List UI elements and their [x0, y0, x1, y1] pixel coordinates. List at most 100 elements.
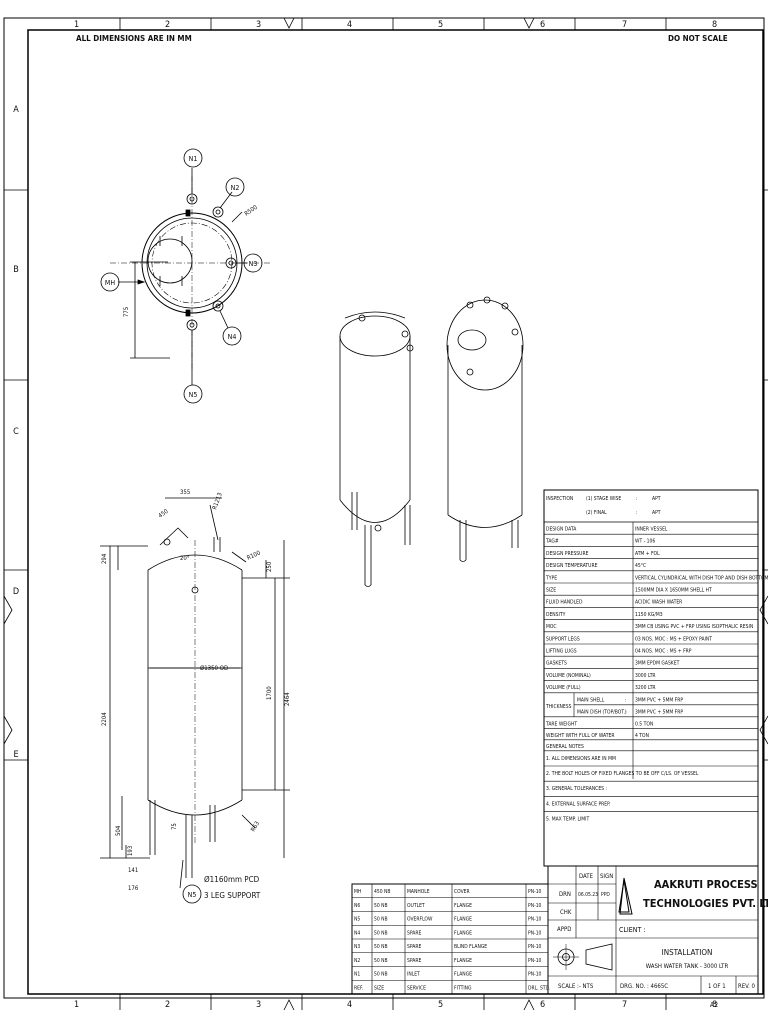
spec-row-label: TYPE — [545, 575, 557, 581]
grid-rows-left: A B C D E — [13, 105, 19, 760]
spec-row-value: ATM + FOL — [635, 551, 660, 557]
nozzle-cell: BLIND FLANGE — [454, 944, 487, 950]
col-label: 8 — [712, 20, 717, 30]
dim-193: 193 — [127, 846, 134, 856]
nozzle-cell: 50 NB — [374, 930, 388, 936]
nozzle-cell: MH — [354, 889, 361, 895]
general-note: 1. ALL DIMENSIONS ARE IN MM — [546, 756, 616, 762]
spec-row-value: 3MM CB USING PVC + FRP USING ISOPTHALIC … — [635, 624, 753, 630]
row-label: A — [13, 105, 19, 115]
drn-sign: PPD — [601, 892, 610, 898]
thickness-value: 3MM PVC + 5MM FRP — [635, 697, 683, 703]
sign-label: SIGN — [600, 873, 613, 880]
col-label: 4 — [347, 20, 352, 30]
front-view — [100, 497, 290, 889]
spec-row-value: 3MM EPDM GASKET — [635, 661, 680, 667]
nozzle-cell: PN-10 — [528, 958, 542, 964]
col-label: 3 — [256, 20, 261, 30]
spec-row-value: ACIDIC WASH WATER — [635, 600, 682, 606]
balloon-n6-label: N5 — [188, 891, 197, 899]
spec-row-value: 04 NOS. MOC : MS + FRP — [635, 649, 692, 655]
thickness-part: MAIN SHELL — [577, 697, 605, 703]
nozzle-cell: OVERFLOW — [407, 917, 433, 923]
do-not-scale-note: DO NOT SCALE — [668, 34, 728, 43]
spec-row-label: DESIGN PRESSURE — [546, 551, 589, 557]
colon-2: : — [636, 510, 638, 516]
top-view — [100, 148, 270, 404]
row-label: B — [13, 265, 19, 275]
general-note: 5. MAX TEMP. LIMIT — [546, 817, 589, 823]
col-label: 5 — [438, 20, 443, 30]
nozzle-cell: FLANGE — [454, 903, 472, 909]
nozzle-cell: PN-10 — [528, 903, 542, 909]
nozzle-cell: N3 — [354, 944, 360, 950]
apt-1: APT — [652, 496, 661, 502]
spec-row-value: 1150 KG/M3 — [635, 612, 663, 618]
spec-row-label: MOC — [546, 624, 557, 630]
nozzle-cell: N2 — [354, 958, 360, 964]
dim-176: 176 — [128, 885, 139, 892]
spec-row-label: DESIGN TEMPERATURE — [546, 563, 598, 569]
weight-label: WEIGHT WITH FULL OF WATER — [546, 733, 614, 739]
nozzle-cell: PN-10 — [528, 889, 542, 895]
weight-label: TARE WEIGHT — [545, 721, 577, 727]
thickness-value: 3MM PVC + 5MM FRP — [635, 709, 683, 715]
spec-row-value: 03 NOS. MOC : MS + EPOXY PAINT — [635, 636, 712, 642]
spec-row-value: INNER VESSEL — [635, 527, 668, 533]
general-note: 2. THE BOLT HOLES OF FIXED FLANGES TO BE… — [546, 771, 699, 777]
isometric-view-right — [446, 296, 524, 562]
balloon-n4: N4 — [228, 333, 237, 341]
nozzle-header-cell: DRL. STD. — [528, 985, 550, 991]
chk-label: CHK — [560, 909, 572, 916]
balloon-n1: N1 — [189, 155, 198, 163]
stage-1: (1) STAGE WISE — [586, 496, 621, 502]
col-label: 6 — [540, 20, 545, 30]
apt-2: APT — [652, 510, 661, 516]
nozzle-cell: INLET — [407, 972, 420, 978]
col-label: 5 — [438, 1000, 443, 1010]
thickness-colon: : — [625, 709, 627, 715]
col-label: 4 — [347, 1000, 352, 1010]
weight-value: 4 TON — [635, 733, 649, 739]
dim-angle: 20° — [180, 555, 190, 562]
nozzle-cell: N1 — [354, 972, 360, 978]
general-notes-title: GENERAL NOTES — [546, 744, 584, 750]
col-label: 2 — [165, 1000, 170, 1010]
nozzle-cell: 450 NB — [374, 889, 390, 895]
dim-r1213: R1213 — [211, 492, 224, 511]
spec-row-value: 3000 LTR — [635, 673, 656, 679]
nozzle-cell: FLANGE — [454, 958, 472, 964]
row-label: C — [13, 427, 19, 437]
spec-row-label: DENSITY — [546, 612, 566, 618]
col-label: 8 — [712, 1000, 717, 1010]
col-label: 7 — [622, 1000, 627, 1010]
dim-r100: R100 — [246, 549, 262, 562]
dim-1700: 1700 — [266, 686, 273, 700]
col-label: 1 — [74, 1000, 79, 1010]
nozzle-cell: 50 NB — [374, 972, 388, 978]
drawing-number: DRG. NO. : 4665C — [620, 983, 668, 990]
date-label: DATE — [579, 873, 594, 880]
row-label: E — [13, 750, 18, 760]
nozzle-header-cell: SERVICE — [407, 985, 426, 991]
dim-141: 141 — [128, 867, 138, 874]
general-note: 3. GENERAL TOLERANCES : — [546, 786, 607, 792]
outer-border — [3, 17, 765, 999]
grid-columns-top: 1 2 3 4 5 6 7 8 — [74, 20, 717, 30]
nozzle-cell: SPARE — [407, 930, 421, 936]
spec-row-value: WT - 106 — [635, 539, 655, 545]
nozzle-header-cell: FITTING — [454, 985, 472, 991]
balloon-n2: N2 — [231, 184, 240, 192]
nozzle-cell: 50 NB — [374, 903, 388, 909]
support-note-legs: 3 LEG SUPPORT — [204, 891, 261, 900]
col-label: 1 — [74, 20, 79, 30]
nozzle-cell: MANHOLE — [407, 889, 430, 895]
nozzle-cell: PN-10 — [528, 944, 542, 950]
dim-450: 450 — [157, 508, 170, 520]
balloon-mh: MH — [105, 279, 115, 287]
title-block-text: DATE SIGN DRN 06.05.23 PPD CHK APPD AAKR… — [557, 873, 768, 1009]
drawing-title-2: WASH WATER TANK - 3000 LTR — [646, 963, 729, 970]
nozzle-cell: OUTLET — [407, 903, 425, 909]
nozzle-cell: N6 — [354, 903, 360, 909]
grid-ticks — [3, 17, 768, 1011]
